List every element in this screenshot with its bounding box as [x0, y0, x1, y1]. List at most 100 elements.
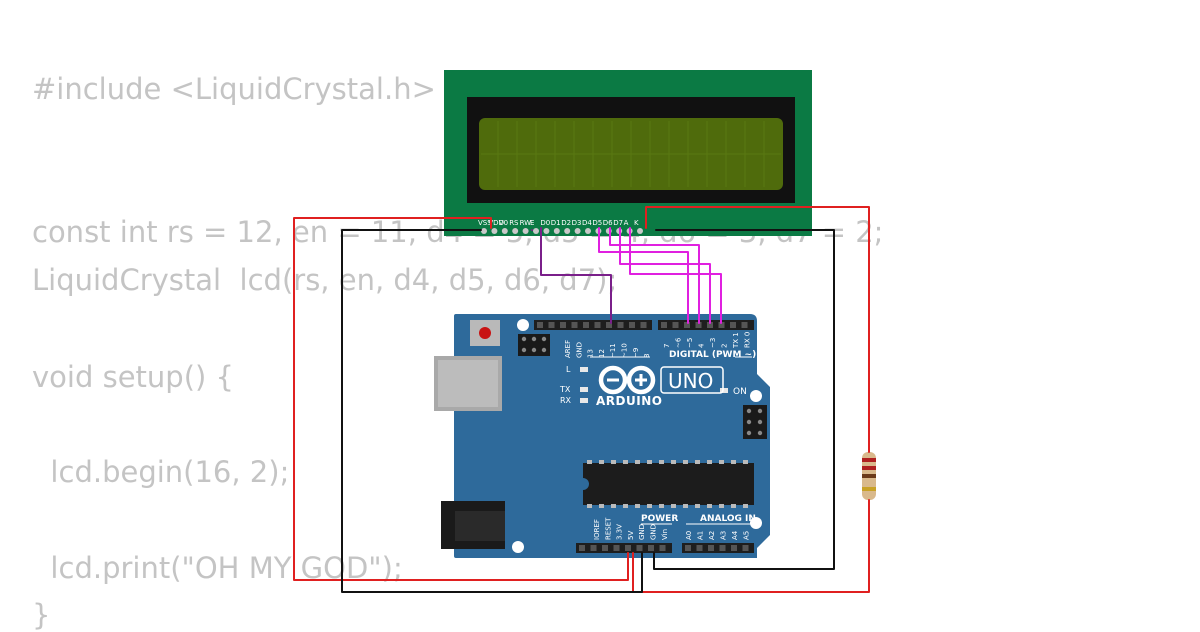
lcd-pin[interactable]	[574, 228, 581, 234]
lcd-char-grid	[481, 121, 781, 187]
lcd-pin-label: D5	[592, 219, 602, 227]
lcd-pin[interactable]	[522, 228, 529, 234]
pin-label: ~9	[632, 348, 640, 358]
analog-header-label: ANALOG IN	[700, 514, 756, 524]
pin-label: ~10	[621, 343, 629, 358]
arduino-logo-icon	[598, 365, 656, 395]
pin-label: ~5	[686, 338, 694, 348]
mounting-hole	[750, 517, 762, 529]
on-led	[720, 388, 728, 393]
lcd-pin-label: D2	[561, 219, 571, 227]
pin-label: ~11	[609, 343, 617, 358]
reset-button-cap	[479, 327, 491, 339]
lcd-pin[interactable]	[543, 228, 550, 234]
lcd-pin-label: RS	[509, 219, 519, 227]
lcd-pin[interactable]	[481, 228, 487, 234]
pin-label: A0	[685, 531, 693, 540]
pin-label: 12	[598, 349, 606, 358]
wire-d7[interactable]	[629, 227, 722, 324]
power-header-label: POWER	[641, 514, 678, 524]
lcd-pin-label: D4	[582, 219, 592, 227]
analog-header	[682, 543, 754, 553]
pin-label: RX 0	[744, 332, 752, 348]
arduino-brand: ARDUINO	[596, 394, 662, 408]
pin-label: Vin	[661, 529, 669, 540]
lcd-pin-label: A	[624, 219, 629, 227]
lcd-pin-label: D3	[572, 219, 582, 227]
icsp-header	[518, 334, 550, 356]
pin-label: ~6	[675, 337, 683, 348]
lcd-pin-label: VSS	[478, 219, 492, 227]
pin-label: 3.3V	[616, 524, 624, 540]
pin-label: A5	[743, 531, 751, 540]
lcd-pin[interactable]	[564, 228, 571, 234]
pin-label: IOREF	[593, 519, 601, 540]
code-line-begin: lcd.begin(16, 2);	[32, 455, 290, 489]
pin-label: 7	[663, 344, 671, 348]
resistor[interactable]	[862, 440, 876, 512]
mounting-hole	[512, 541, 524, 553]
pin-label: 8	[643, 354, 651, 358]
pin-label: A4	[731, 530, 739, 540]
lcd-pin-label: V0	[499, 219, 508, 227]
lcd-pin[interactable]	[533, 228, 539, 234]
lcd-pin[interactable]	[637, 228, 643, 234]
wire-vss[interactable]	[341, 229, 643, 593]
wire-rs[interactable]	[540, 227, 612, 324]
wire-resistor-5v[interactable]	[632, 499, 870, 593]
wire-d6[interactable]	[619, 227, 711, 324]
svg-text:L: L	[566, 365, 571, 374]
pin-label: 5V	[627, 531, 635, 540]
wire-d4[interactable]	[598, 227, 689, 324]
rx-led	[580, 398, 588, 403]
pin-label: RESET	[604, 517, 612, 540]
svg-text:ON: ON	[733, 387, 747, 397]
arduino-model: UNO	[668, 369, 713, 393]
lcd-pin[interactable]	[512, 228, 519, 234]
mounting-hole	[750, 390, 762, 402]
pin-label: 4	[698, 343, 706, 348]
pin-label: A2	[708, 531, 716, 540]
lcd-pin[interactable]	[491, 228, 498, 234]
lcd-pin-label: D7	[613, 219, 623, 227]
wire-cathode[interactable]	[653, 229, 835, 570]
uno-box	[660, 366, 724, 394]
pin-label: A3	[720, 531, 728, 540]
lcd-pin-label: RW	[520, 219, 532, 227]
lcd-pin-label: D0	[540, 219, 550, 227]
pin-label: 2	[721, 344, 729, 348]
code-line-lcd: LiquidCrystal lcd(rs, en, d4, d5, d6, d7…	[32, 263, 618, 297]
mounting-hole	[517, 319, 529, 331]
digital-header-label: DIGITAL (PWM ~)	[669, 350, 756, 360]
power-header	[576, 543, 672, 553]
wire-anode[interactable]	[645, 206, 870, 453]
lcd-pin[interactable]	[501, 228, 508, 234]
lcd-pin-label: E	[530, 219, 534, 227]
wire-vdd[interactable]	[293, 217, 629, 581]
lcd-pin-label: VDD	[488, 219, 504, 227]
pin-label: GND	[650, 524, 658, 540]
lcd-pin-label: D1	[551, 219, 561, 227]
code-line-setup: void setup() {	[32, 360, 234, 394]
wires	[293, 206, 870, 593]
pin-label: AREF	[564, 340, 572, 358]
icsp-header-right	[743, 405, 767, 439]
wire-d5[interactable]	[609, 227, 700, 324]
lcd-pin[interactable]	[585, 228, 591, 234]
pin-label: GND	[575, 342, 583, 358]
pin-label: A1	[697, 531, 705, 540]
lcd-pin[interactable]	[553, 228, 560, 234]
pin-label: GND	[638, 524, 646, 540]
digital-header-left	[534, 320, 652, 330]
lcd-pin-label: K	[634, 219, 639, 227]
pin-label: TX 1	[732, 332, 740, 349]
code-line-include: #include <LiquidCrystal.h>	[32, 72, 436, 106]
pin-label: ~3	[709, 338, 717, 348]
l-led	[580, 367, 588, 372]
pin-label: 13	[587, 349, 595, 358]
